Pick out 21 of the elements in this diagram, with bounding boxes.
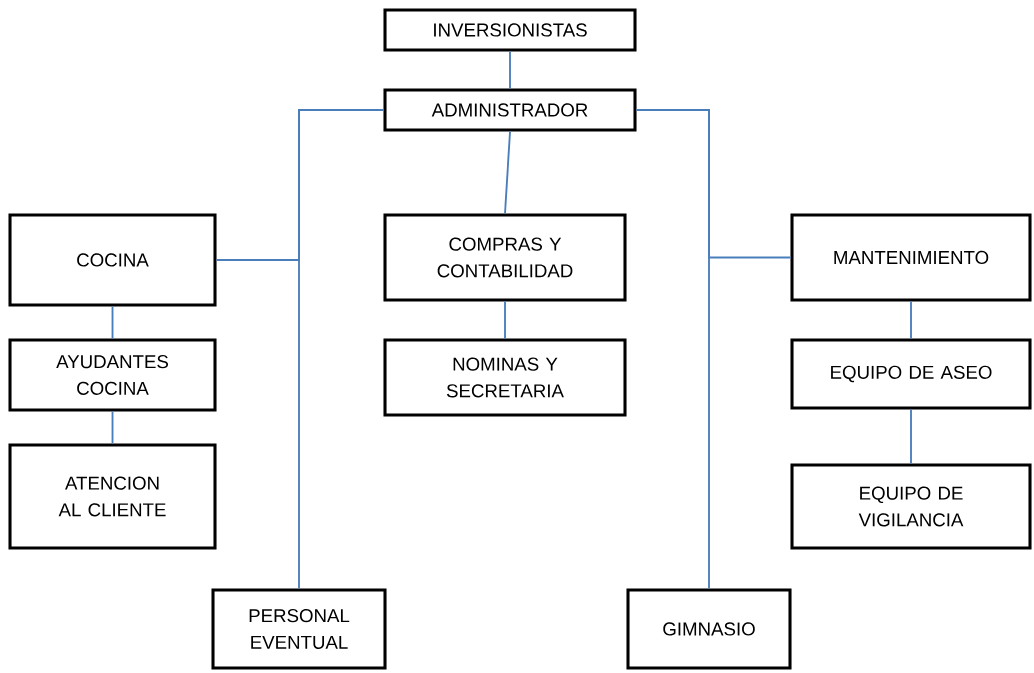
org-box: INVERSIONISTAS — [383, 8, 637, 52]
connector-line — [910, 408, 912, 465]
connector-line — [504, 300, 506, 340]
connector-line — [910, 300, 912, 340]
org-box: EQUIPO DE VIGILANCIA — [790, 463, 1032, 550]
connector-line — [111, 410, 114, 445]
connector-line — [509, 50, 511, 90]
org-box: COMPRAS Y CONTABILIDAD — [383, 213, 627, 302]
org-box: GIMNASIO — [626, 588, 792, 670]
org-box: ADMINISTRADOR — [383, 88, 637, 132]
org-box: ATENCION AL CLIENTE — [8, 443, 217, 550]
org-box: COCINA — [8, 213, 217, 307]
connector-line — [504, 130, 511, 215]
org-box: AYUDANTES COCINA — [8, 338, 217, 412]
org-box: NOMINAS Y SECRETARIA — [383, 338, 627, 417]
org-box: MANTENIMIENTO — [790, 213, 1032, 302]
org-box: PERSONAL EVENTUAL — [211, 588, 387, 670]
connector-line — [635, 109, 710, 590]
org-box: EQUIPO DE ASEO — [790, 338, 1032, 410]
connector-line — [298, 109, 385, 590]
connector-line — [111, 305, 114, 340]
